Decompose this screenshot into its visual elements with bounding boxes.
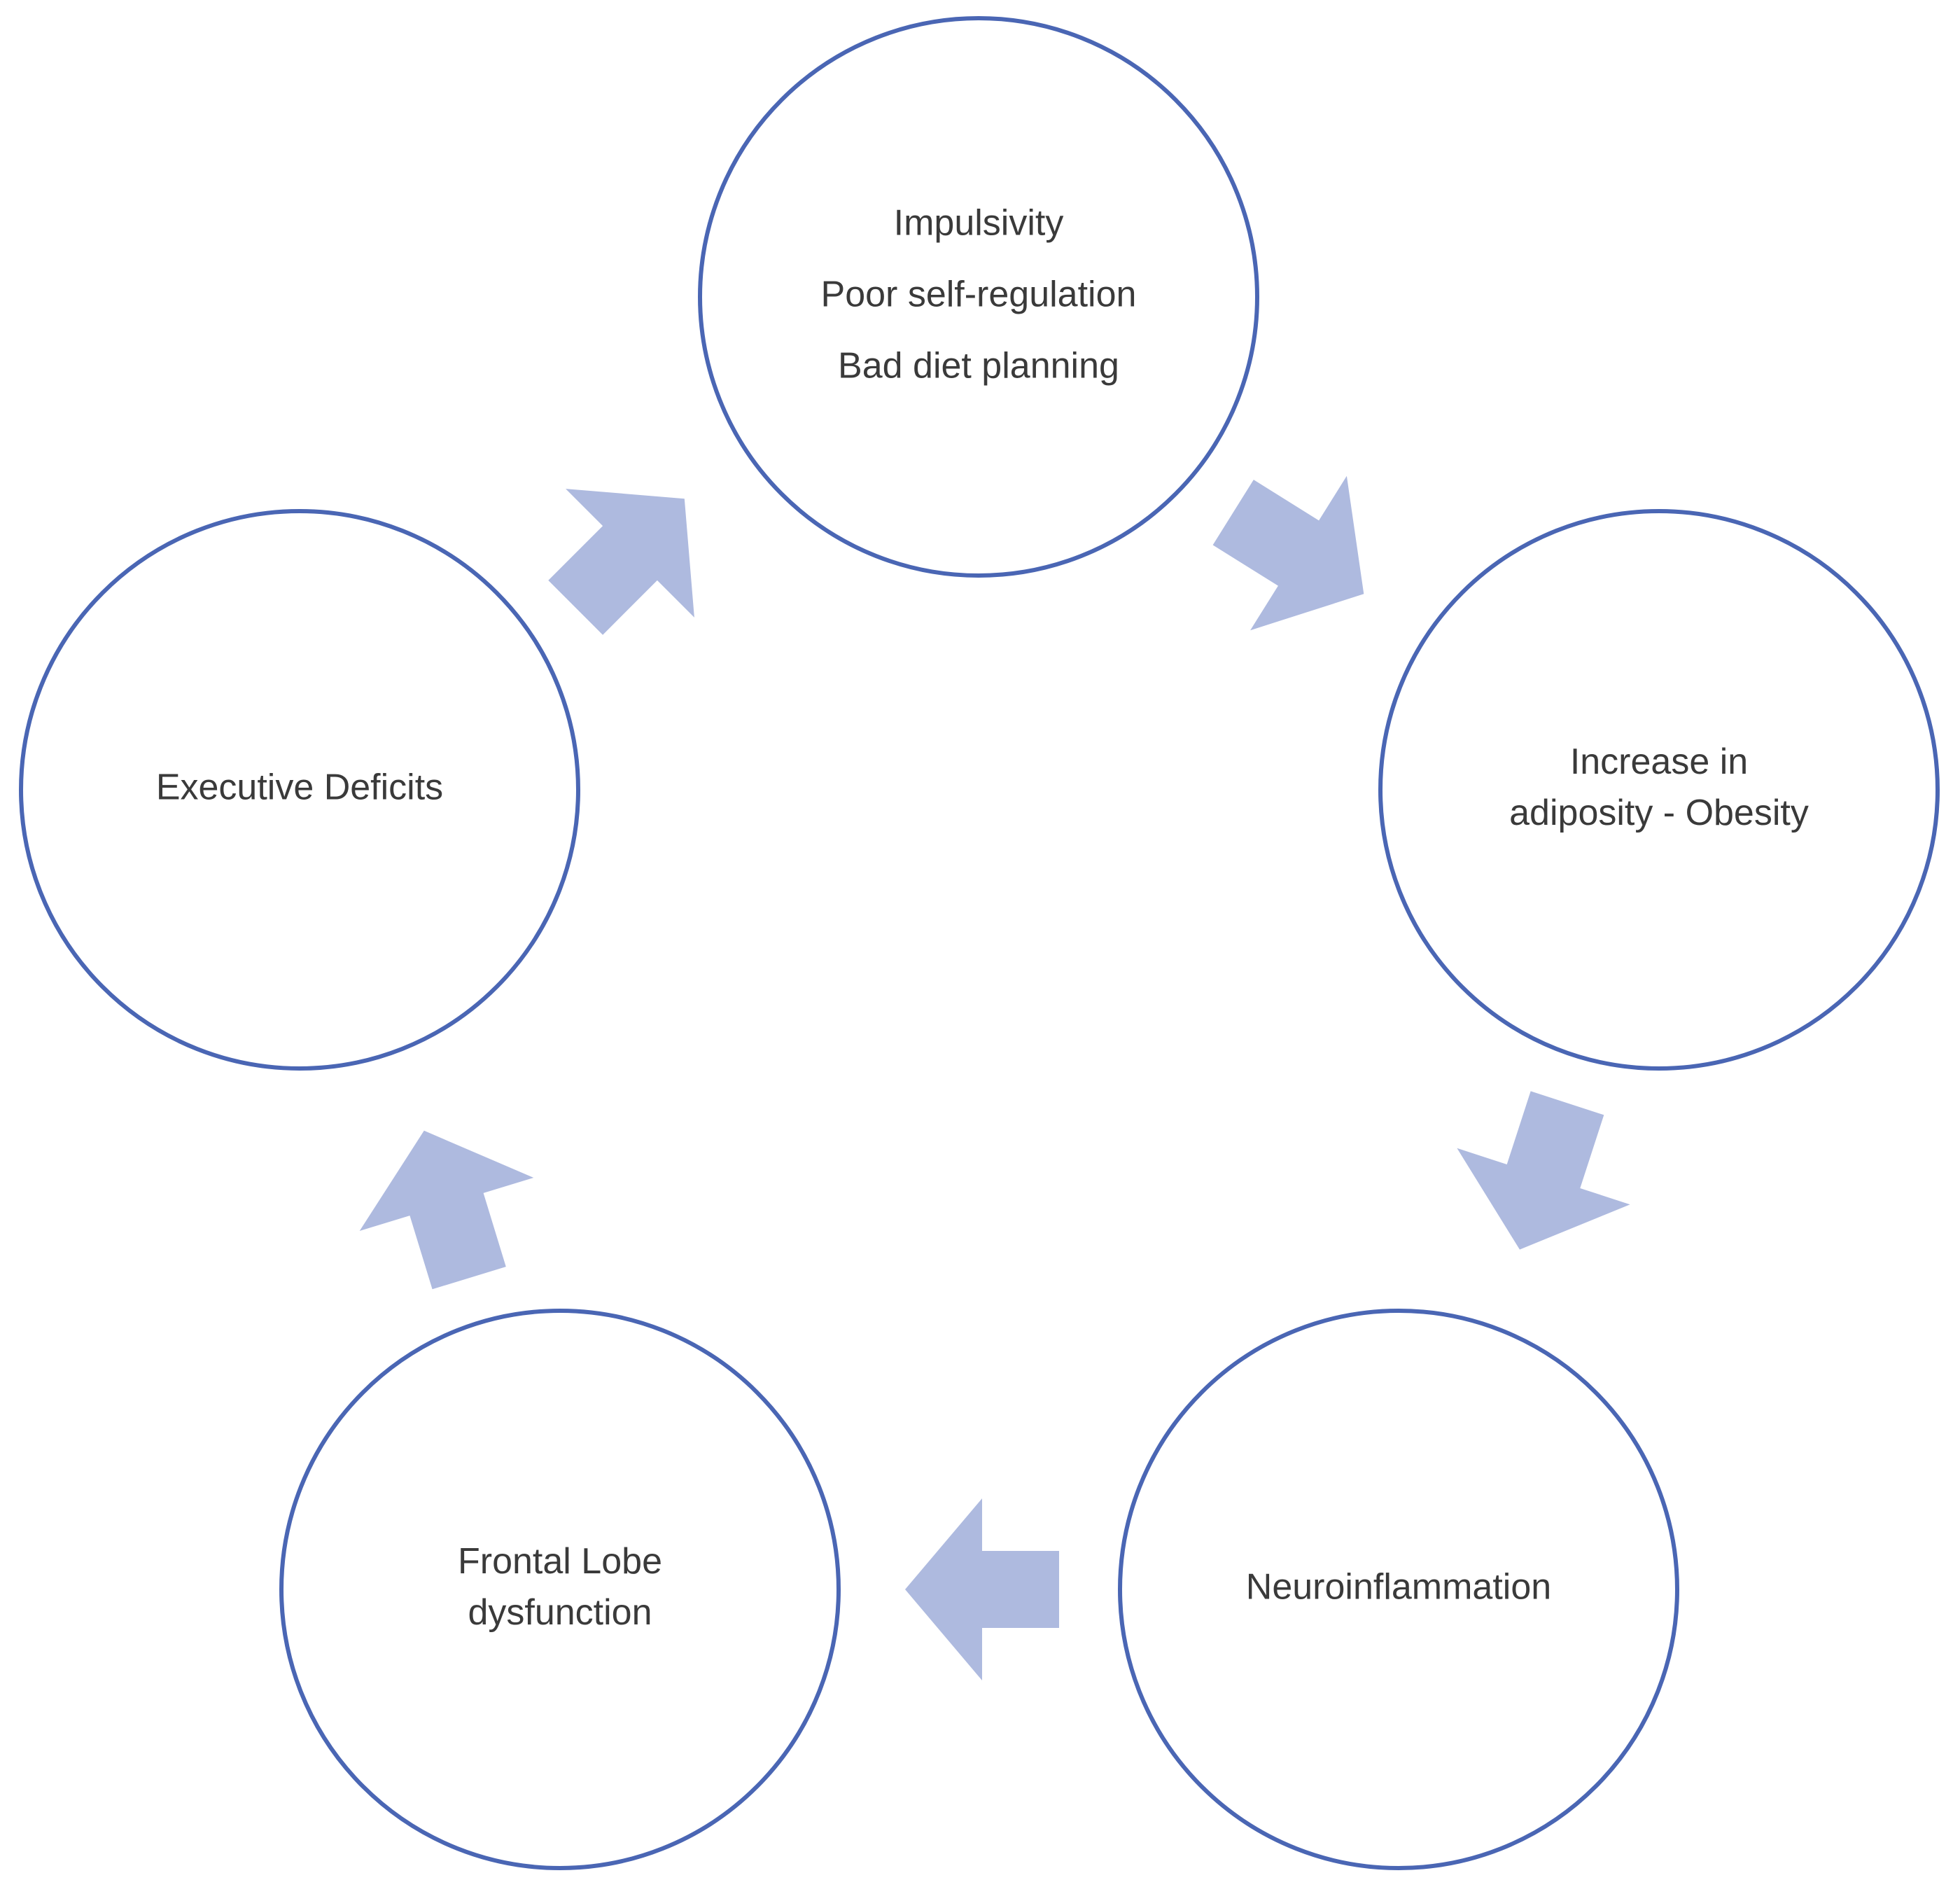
node-label-impulsivity-line-1: Poor self-regulation bbox=[821, 274, 1137, 315]
arrow-frontal-lobe-to-executive-deficits bbox=[359, 1130, 534, 1290]
arrows-layer bbox=[359, 475, 1630, 1680]
node-label-impulsivity-line-2: Bad diet planning bbox=[838, 346, 1119, 387]
node-adiposity: Increase in adiposity - Obesity bbox=[1378, 509, 1940, 1071]
arrow-adiposity-to-neuroinflammation bbox=[1457, 1091, 1630, 1250]
node-label-executive-deficits-line-0: Executive Deficits bbox=[156, 767, 443, 808]
arrow-impulsivity-to-adiposity bbox=[1212, 475, 1364, 631]
node-label-adiposity-line-0: Increase in bbox=[1570, 741, 1748, 782]
node-circle-adiposity bbox=[1378, 509, 1940, 1071]
node-label-neuroinflammation-line-0: Neuroinflammation bbox=[1246, 1567, 1551, 1608]
node-label-frontal-lobe-line-0: Frontal Lobe bbox=[458, 1541, 662, 1582]
node-label-frontal-lobe-line-1: dysfunction bbox=[468, 1592, 652, 1633]
node-label-adiposity-line-1: adiposity - Obesity bbox=[1509, 793, 1809, 833]
arrow-executive-deficits-to-impulsivity bbox=[548, 489, 694, 635]
node-neuroinflammation: Neuroinflammation bbox=[1118, 1309, 1679, 1870]
node-executive-deficits: Executive Deficits bbox=[19, 509, 580, 1071]
node-circle-executive-deficits bbox=[19, 509, 580, 1071]
node-label-impulsivity-line-0: Impulsivity bbox=[894, 203, 1064, 244]
node-circle-impulsivity bbox=[698, 16, 1259, 578]
node-circle-frontal-lobe bbox=[279, 1309, 841, 1870]
arrow-neuroinflammation-to-frontal-lobe bbox=[905, 1498, 1059, 1680]
node-frontal-lobe: Frontal Lobe dysfunction bbox=[279, 1309, 841, 1870]
node-circle-neuroinflammation bbox=[1118, 1309, 1679, 1870]
